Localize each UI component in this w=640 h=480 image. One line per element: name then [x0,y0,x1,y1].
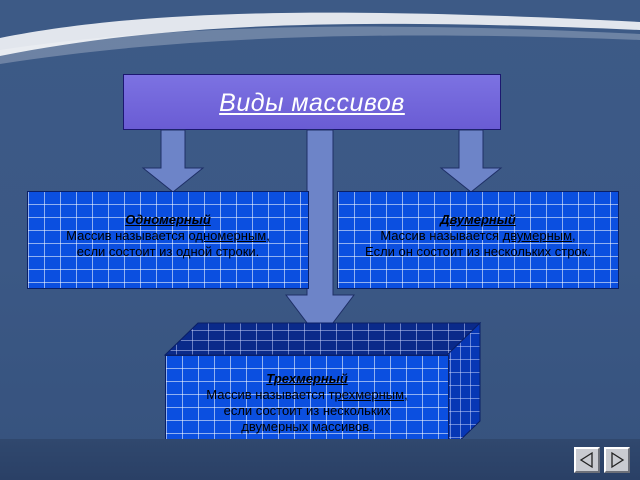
two-d-heading: Двумерный [440,212,516,227]
one-d-line2: если состоит из одной строки. [76,244,260,259]
three-d-line1: Массив называется трехмерным, [206,387,408,402]
two-d-line1: Массив называется двумерным, [380,228,576,243]
arrow-to-three-d [284,129,356,341]
one-d-heading: Одномерный [125,212,211,227]
previous-slide-button[interactable] [574,447,600,473]
two-d-array-box: Двумерный Массив называется двумерным, Е… [337,191,619,289]
one-d-line1: Массив называется одномерным, [66,228,270,243]
three-d-line3: двумерных массивов. [241,419,373,434]
one-d-array-box: Одномерный Массив называется одномерным,… [27,191,309,289]
arrow-to-two-d [439,129,503,193]
bottom-bar [0,439,640,480]
triangle-left-icon [579,451,593,469]
triangle-right-icon [611,451,625,469]
next-slide-button[interactable] [604,447,630,473]
background-swoosh [0,12,640,64]
title-box: Виды массивов [123,74,501,130]
three-d-box-frame [163,321,482,455]
three-d-array-box: Трехмерный Массив называется трехмерным,… [165,355,449,453]
two-d-line2: Если он состоит из нескольких строк. [365,244,591,259]
arrow-to-one-d [141,129,205,193]
three-d-line2: если состоит из нескольких [223,403,391,418]
three-d-heading: Трехмерный [266,371,348,386]
diagram-title: Виды массивов [219,89,405,117]
